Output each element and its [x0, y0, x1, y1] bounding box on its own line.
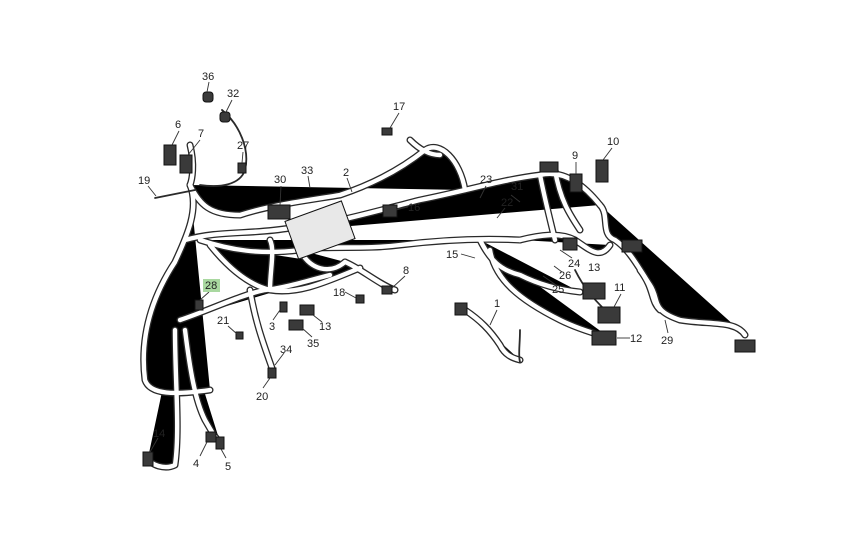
connector-20 [267, 367, 277, 379]
callout-17[interactable]: 17 [393, 101, 405, 113]
callout-28[interactable]: 28 [205, 280, 217, 292]
callout-2[interactable]: 2 [343, 167, 349, 179]
connector-10 [595, 159, 609, 183]
callout-22[interactable]: 22 [501, 197, 513, 209]
connector-end [734, 339, 756, 353]
callout-26[interactable]: 26 [559, 270, 571, 282]
callout-15[interactable]: 15 [446, 249, 458, 261]
leader-lines [147, 81, 669, 459]
callout-18[interactable]: 18 [333, 287, 345, 299]
connector-35 [288, 319, 304, 331]
callout-23[interactable]: 23 [480, 174, 492, 186]
callout-7[interactable]: 7 [198, 128, 204, 140]
callout-30[interactable]: 30 [274, 174, 286, 186]
callout-5[interactable]: 5 [225, 461, 231, 473]
connector-27 [237, 162, 247, 174]
connector-3 [279, 301, 288, 313]
callout-19[interactable]: 19 [138, 175, 150, 187]
connector-24 [562, 237, 578, 251]
callout-1[interactable]: 1 [494, 298, 500, 310]
callout-36[interactable]: 36 [202, 71, 214, 83]
connector-13-right [582, 282, 606, 300]
callout-35[interactable]: 35 [307, 338, 319, 350]
callout-32[interactable]: 32 [227, 88, 239, 100]
connector-5 [215, 436, 225, 450]
connector-17 [381, 127, 393, 136]
callout-31[interactable]: 31 [511, 181, 523, 193]
callout-27[interactable]: 27 [237, 140, 249, 152]
callout-28-highlight [203, 279, 220, 292]
callout-labels: 36 32 6 7 27 19 30 33 2 17 16 23 31 22 9… [138, 71, 673, 473]
callout-9[interactable]: 9 [572, 150, 578, 162]
callout-14[interactable]: 14 [153, 428, 165, 440]
harness-wires [144, 109, 745, 467]
connectors [142, 91, 756, 467]
callout-29[interactable]: 29 [661, 335, 673, 347]
connector-6 [163, 144, 177, 166]
connector-18 [355, 294, 365, 304]
connector-4 [205, 431, 217, 443]
connector-main [539, 161, 559, 173]
connector-9 [569, 173, 583, 193]
connector-28 [194, 299, 204, 311]
junction-block [284, 200, 356, 260]
connector-14 [142, 451, 154, 467]
callout-11[interactable]: 11 [614, 282, 625, 294]
connector-11 [597, 306, 621, 324]
callout-10[interactable]: 10 [607, 136, 619, 148]
callout-24[interactable]: 24 [568, 258, 580, 270]
callout-4[interactable]: 4 [193, 458, 199, 470]
connector-1 [454, 302, 468, 316]
connector-8 [381, 285, 393, 295]
callout-12[interactable]: 12 [630, 333, 642, 345]
connector-21 [235, 331, 244, 340]
connector-16 [382, 204, 398, 218]
callout-3[interactable]: 3 [269, 321, 275, 333]
connector-30 [267, 204, 291, 220]
callout-21[interactable]: 21 [217, 315, 229, 327]
connector-12 [591, 330, 617, 346]
callout-25[interactable]: 25 [552, 284, 564, 296]
connector-36 [202, 91, 214, 103]
callout-13-right[interactable]: 13 [588, 262, 600, 274]
callout-6[interactable]: 6 [175, 119, 181, 131]
callout-34[interactable]: 34 [280, 344, 292, 356]
callout-16[interactable]: 16 [408, 202, 420, 214]
callout-20[interactable]: 20 [256, 391, 268, 403]
connector-7 [179, 154, 193, 174]
callout-33[interactable]: 33 [301, 165, 313, 177]
callout-13-left[interactable]: 13 [319, 321, 331, 333]
connector-13-left [299, 304, 315, 316]
connector-32 [219, 111, 231, 123]
callout-8[interactable]: 8 [403, 265, 409, 277]
connector-side [621, 239, 643, 253]
